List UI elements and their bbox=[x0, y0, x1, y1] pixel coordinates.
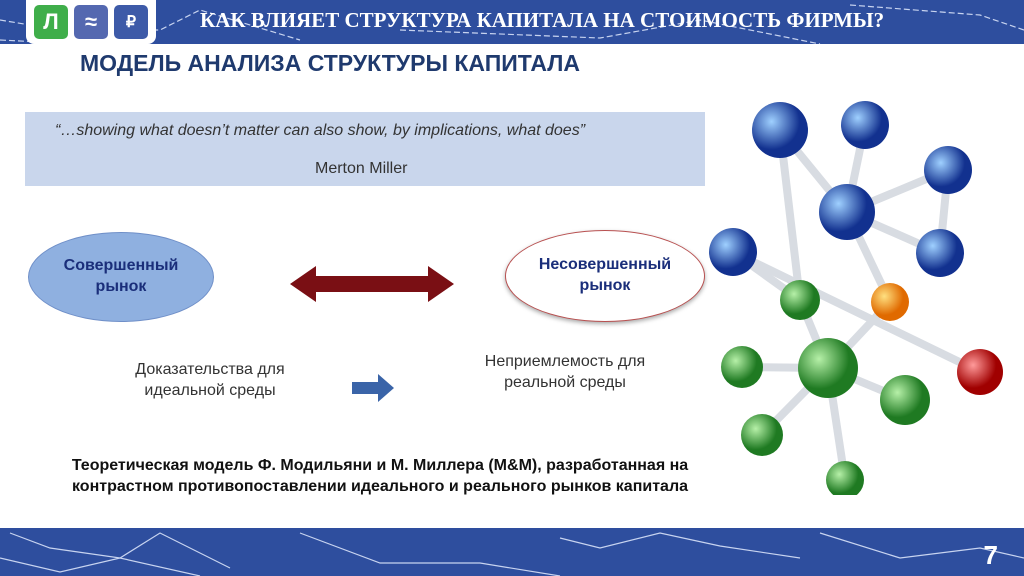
right-caption: Неприемлемость для реальной среды bbox=[484, 353, 646, 391]
header-bar: Л ≈ ₽ КАК ВЛИЯЕТ СТРУКТУРА КАПИТАЛА НА С… bbox=[0, 0, 1024, 44]
quote-text: “…showing what doesn’t matter can also s… bbox=[55, 122, 586, 139]
logo-ruble-icon: ₽ bbox=[114, 5, 148, 39]
footer-bar: 7 bbox=[0, 528, 1024, 576]
double-arrow-icon bbox=[290, 266, 454, 302]
molecule-network-illustration bbox=[709, 101, 1003, 495]
page-number: 7 bbox=[983, 540, 998, 570]
quote-author: Merton Miller bbox=[315, 160, 408, 177]
logo: Л ≈ ₽ bbox=[26, 0, 156, 44]
left-caption: Доказательства для идеальной среды bbox=[135, 361, 285, 399]
logo-pi-icon: Л bbox=[34, 5, 68, 39]
logo-wave-icon: ≈ bbox=[74, 5, 108, 39]
imperfect-market-label: Несовершенный рынок bbox=[538, 256, 672, 294]
conclusion-text: Теоретическая модель Ф. Модильяни и М. М… bbox=[71, 457, 689, 495]
perfect-market-ellipse: Совершенный рынок bbox=[28, 232, 214, 322]
imperfect-market-ellipse: Несовершенный рынок bbox=[505, 230, 705, 322]
quote-box: “…showing what doesn’t matter can also s… bbox=[25, 112, 705, 186]
right-arrow-icon bbox=[352, 374, 394, 402]
slide-subtitle: МОДЕЛЬ АНАЛИЗА СТРУКТУРЫ КАПИТАЛА bbox=[80, 50, 581, 76]
perfect-market-label: Совершенный рынок bbox=[63, 257, 179, 295]
slide-title: КАК ВЛИЯЕТ СТРУКТУРА КАПИТАЛА НА СТОИМОС… bbox=[200, 8, 885, 32]
